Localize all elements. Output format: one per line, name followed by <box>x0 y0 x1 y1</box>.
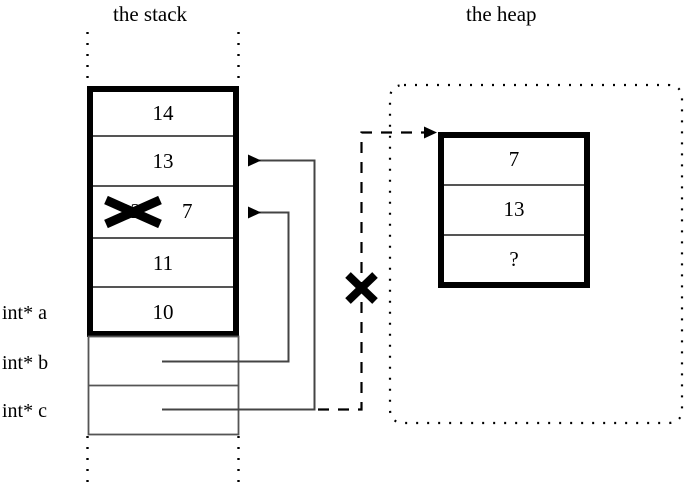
stack-cell-value-2-new: 7 <box>182 199 193 223</box>
stack-cell-value-1: 13 <box>152 149 174 173</box>
strikeout-x-heap-pointer <box>345 272 378 304</box>
variable-label-a: int* a <box>2 302 47 324</box>
stack-cell-value-2-struck: 12 <box>120 199 141 223</box>
stack-title: the stack <box>113 2 188 26</box>
variable-label-b: int* b <box>2 352 49 374</box>
pointer-b-to-cell13 <box>162 206 290 363</box>
stack-bold-frame <box>87 86 239 337</box>
stack-cell-value-4: 10 <box>152 300 174 324</box>
stack-cell-value-0: 14 <box>152 101 174 125</box>
heap-cell-value-1: 13 <box>503 197 525 221</box>
heap-title: the heap <box>466 2 537 26</box>
heap-cell-value-2: ? <box>509 247 519 271</box>
pointer-dashed-to-heap <box>318 126 437 411</box>
stack-cell-value-3: 11 <box>152 251 174 275</box>
pointer-c-to-cell12 <box>162 154 316 411</box>
stack-thin-frame <box>87 335 240 436</box>
variable-label-c: int* c <box>2 400 47 422</box>
heap-cell-value-0: 7 <box>508 147 520 171</box>
